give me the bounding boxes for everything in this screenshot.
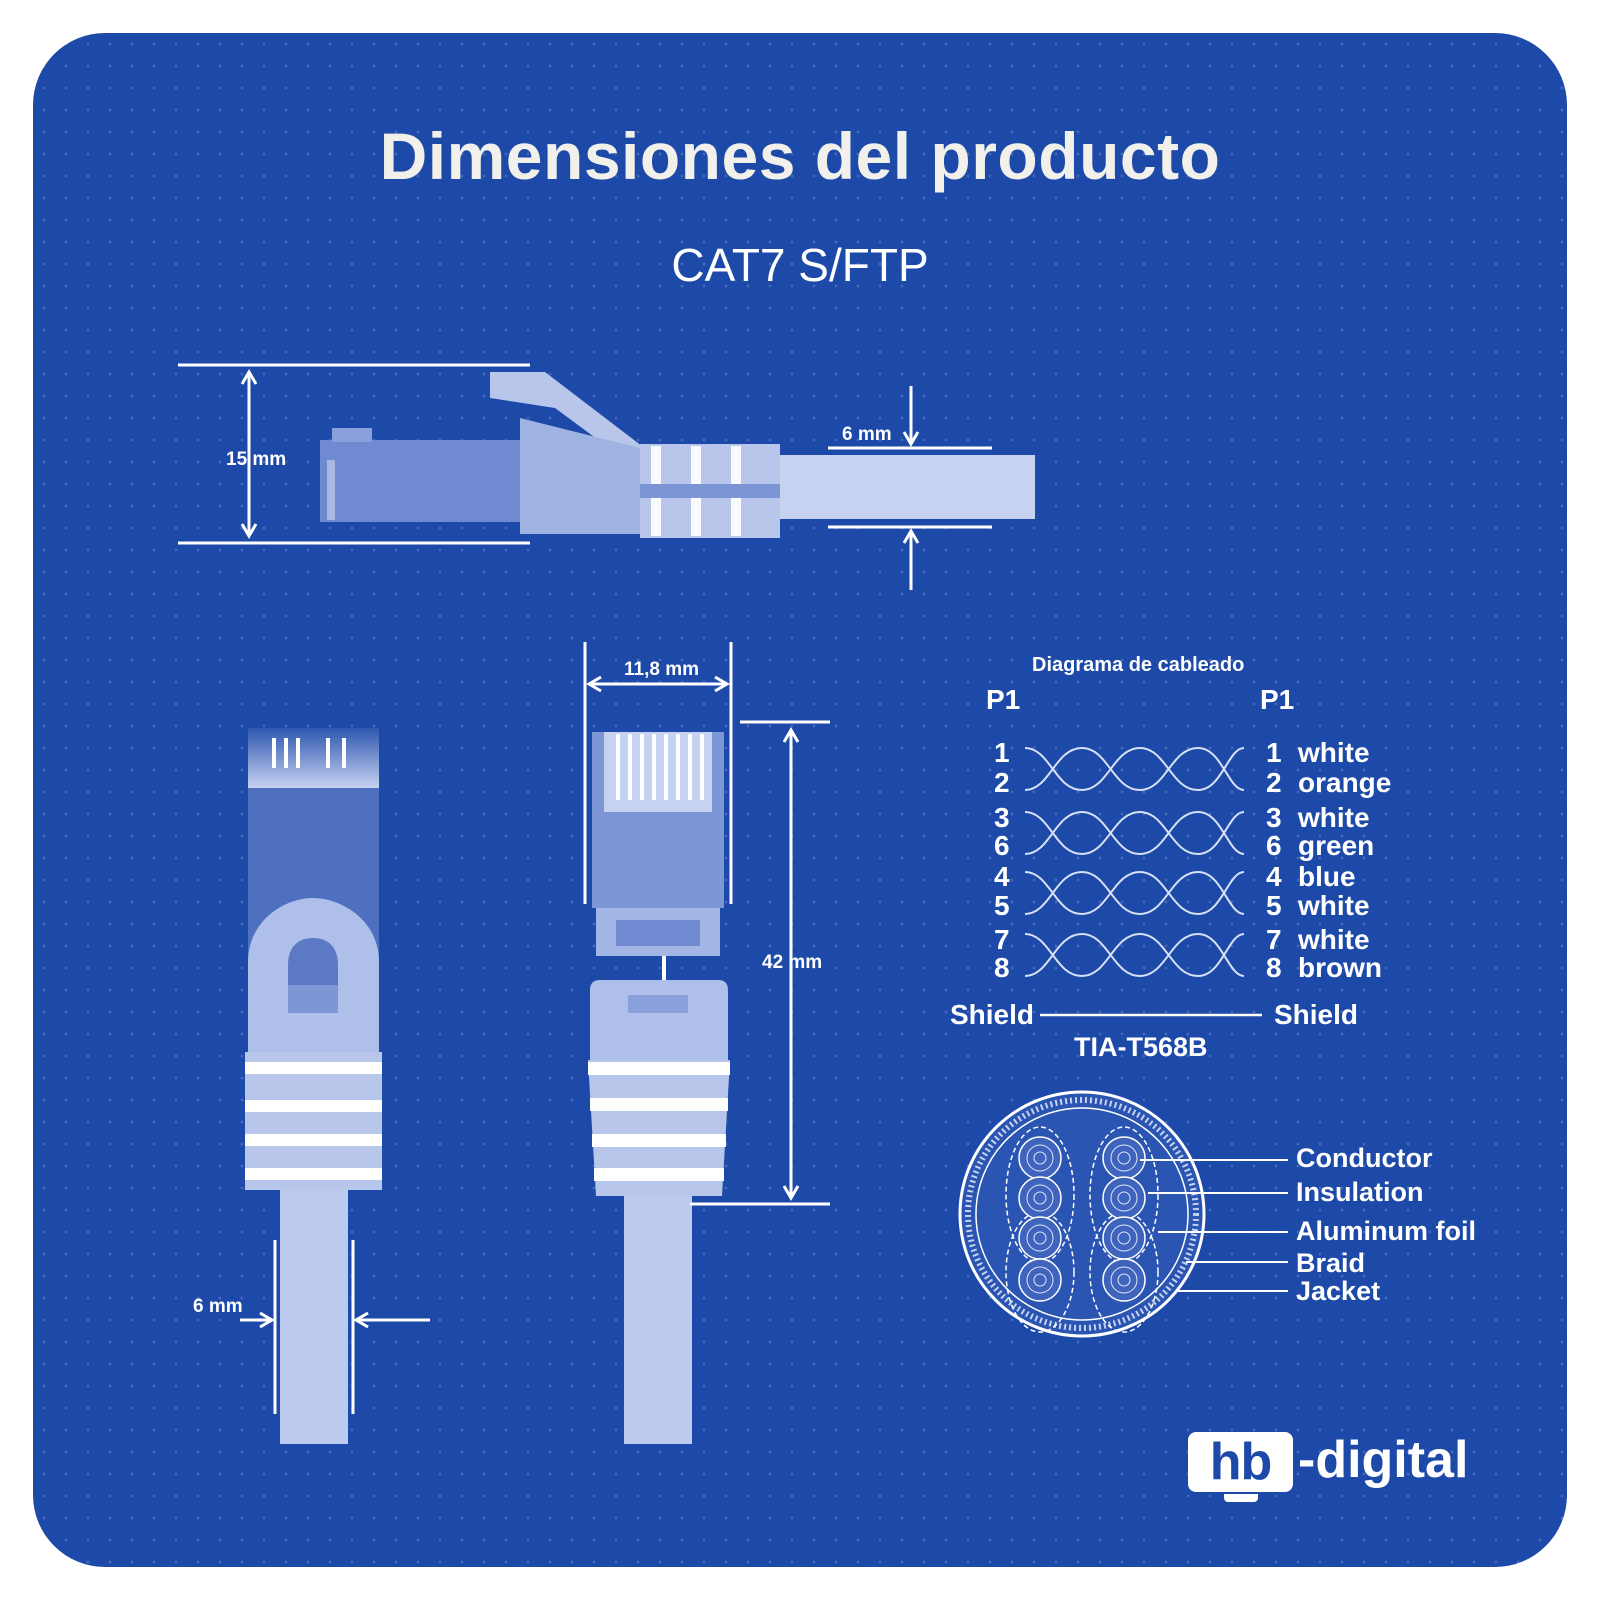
right-pin: 5 bbox=[1266, 890, 1282, 921]
right-pin-color: orange bbox=[1298, 767, 1392, 798]
left-pin: 2 bbox=[994, 767, 1010, 798]
height-dimension-label: 15 mm bbox=[226, 449, 287, 470]
twisted-pair-lines bbox=[1024, 746, 1245, 978]
wiring-diagram-title: Diagrama de cableado bbox=[1032, 654, 1245, 676]
twisted-pair-7-8 bbox=[1024, 932, 1245, 978]
right-pin: 7 bbox=[1266, 924, 1282, 955]
logo-monitor-icon: hb bbox=[1188, 1432, 1293, 1492]
right-pin: 8 bbox=[1266, 952, 1282, 983]
layer-label-braid: Braid bbox=[1296, 1248, 1366, 1278]
cable-cross-section bbox=[958, 1090, 1206, 1338]
back-view-connector bbox=[245, 728, 382, 1444]
right-pin: 1 bbox=[1266, 737, 1282, 768]
page-title: Dimensiones del producto bbox=[379, 119, 1221, 193]
right-pin-color: blue bbox=[1298, 861, 1356, 892]
back-view-dimension-lines bbox=[240, 1240, 430, 1414]
right-pin: 4 bbox=[1266, 861, 1282, 892]
left-header-p1: P1 bbox=[986, 684, 1021, 715]
connector-length-label: 42 mm bbox=[762, 952, 823, 973]
left-pin: 1 bbox=[994, 737, 1010, 768]
cross-section-leader-lines bbox=[1140, 1159, 1288, 1292]
layer-label-insulation: Insulation bbox=[1296, 1177, 1424, 1207]
page-subtitle: CAT7 S/FTP bbox=[671, 239, 929, 291]
left-pin: 6 bbox=[994, 830, 1010, 861]
right-pin-color: white bbox=[1298, 924, 1370, 955]
twisted-pair-4-5 bbox=[1024, 870, 1245, 916]
layer-label-conductor: Conductor bbox=[1296, 1143, 1433, 1173]
layer-label-aluminum-foil: Aluminum foil bbox=[1296, 1216, 1476, 1246]
left-pin: 5 bbox=[994, 890, 1010, 921]
right-pin-color: white bbox=[1298, 802, 1370, 833]
right-header-p1: P1 bbox=[1260, 684, 1295, 715]
right-pin-color: white bbox=[1298, 890, 1370, 921]
front-view-dimension-lines bbox=[583, 642, 830, 1206]
left-pin: 7 bbox=[994, 924, 1010, 955]
side-view-connector bbox=[320, 372, 1035, 538]
connector-width-label: 11,8 mm bbox=[624, 659, 699, 680]
wiring-standard-label: TIA-T568B bbox=[1074, 1032, 1208, 1062]
twisted-pair-3-6 bbox=[1024, 810, 1245, 856]
cable-width-top-label: 6 mm bbox=[842, 424, 892, 445]
logo-text: -digital bbox=[1298, 1431, 1469, 1489]
side-view-dimension-lines bbox=[178, 363, 992, 590]
right-pin-color: brown bbox=[1298, 952, 1382, 983]
layer-label-jacket: Jacket bbox=[1296, 1276, 1381, 1306]
right-pin-color: green bbox=[1298, 830, 1375, 861]
right-pin: 3 bbox=[1266, 802, 1282, 833]
front-view-connector bbox=[588, 732, 730, 1444]
right-pin-color: white bbox=[1298, 737, 1370, 768]
right-pin: 6 bbox=[1266, 830, 1282, 861]
shield-right-label: Shield bbox=[1274, 999, 1359, 1030]
right-pin: 2 bbox=[1266, 767, 1282, 798]
left-pin: 3 bbox=[994, 802, 1010, 833]
cable-width-bottom-label: 6 mm bbox=[193, 1296, 243, 1317]
shield-left-label: Shield bbox=[950, 999, 1035, 1030]
logo-monitor-stand bbox=[1224, 1494, 1258, 1502]
twisted-pair-1-2 bbox=[1024, 746, 1245, 792]
left-pin: 8 bbox=[994, 952, 1010, 983]
left-pin: 4 bbox=[994, 861, 1010, 892]
